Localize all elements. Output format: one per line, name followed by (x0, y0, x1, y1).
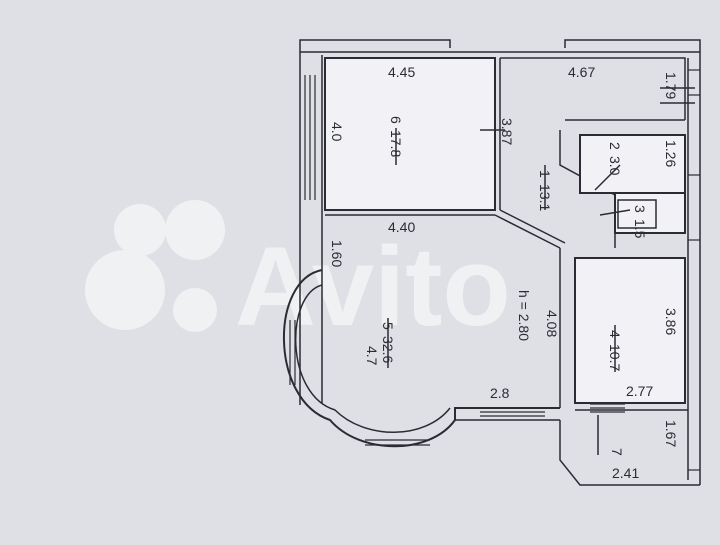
watermark-dot-1 (114, 204, 166, 256)
window-bay-left (289, 320, 296, 385)
diagonal-wall (494, 214, 561, 249)
dim-1-79: 1.79 (663, 72, 679, 99)
dim-4-67: 4.67 (568, 64, 595, 80)
dim-1-60: 1.60 (329, 240, 345, 267)
dim-3-86: 3.86 (663, 308, 679, 335)
window-bottom (480, 411, 545, 417)
door-arc-2 (594, 164, 621, 191)
room-3-number: 3 (632, 205, 648, 213)
dim-2-77: 2.77 (626, 383, 653, 399)
room-2-number: 2 (607, 142, 623, 150)
room-top-right-walls (500, 57, 686, 120)
room-6-outline (324, 57, 496, 211)
dim-4-08: 4.08 (544, 310, 560, 337)
windows (289, 69, 700, 471)
door-arc-3 (599, 209, 631, 216)
window-left-room-6 (304, 75, 316, 200)
dim-4-0: 4.0 (329, 122, 345, 142)
room-5-extra: 4.7 (364, 346, 380, 366)
watermark-text: Avito (235, 224, 511, 349)
dim-1-26: 1.26 (663, 140, 679, 167)
watermark-dot-4 (173, 288, 217, 332)
dim-4-45: 4.45 (388, 64, 415, 80)
window-top-right (688, 69, 700, 471)
window-bay (365, 439, 430, 446)
window-balcony (590, 403, 625, 413)
diagonal-wall-inner (499, 209, 566, 244)
room-3-inner (617, 199, 657, 229)
watermark-dot-2 (165, 200, 225, 260)
bay-wall-outer (283, 269, 560, 448)
top-wall-right (564, 39, 701, 50)
bay-wall-inner (295, 284, 451, 433)
outer-walls (299, 39, 701, 485)
room-4-outline (574, 257, 686, 404)
room-2-area: 3.0 (607, 156, 623, 176)
room-7-number: 7 (609, 448, 625, 456)
balcony-walls (559, 420, 700, 486)
room-3-area: 1.5 (632, 219, 648, 239)
room-6-number: 6 (388, 116, 404, 124)
room-3-outline (614, 192, 686, 234)
dim-2-8: 2.8 (490, 385, 510, 401)
dim-2-41: 2.41 (612, 465, 639, 481)
ceiling-height: h = 2.80 (516, 290, 532, 341)
watermark: Avito (85, 200, 511, 349)
dim-4-40: 4.40 (388, 219, 415, 235)
watermark-dot-3 (85, 250, 165, 330)
dim-3-87: 3.87 (499, 118, 515, 145)
labels: 4.45 4.67 1.79 4.0 3.87 6 17.8 1.26 2 3.… (329, 64, 679, 481)
top-wall-left (299, 39, 451, 52)
dim-1-67: 1.67 (663, 420, 679, 447)
